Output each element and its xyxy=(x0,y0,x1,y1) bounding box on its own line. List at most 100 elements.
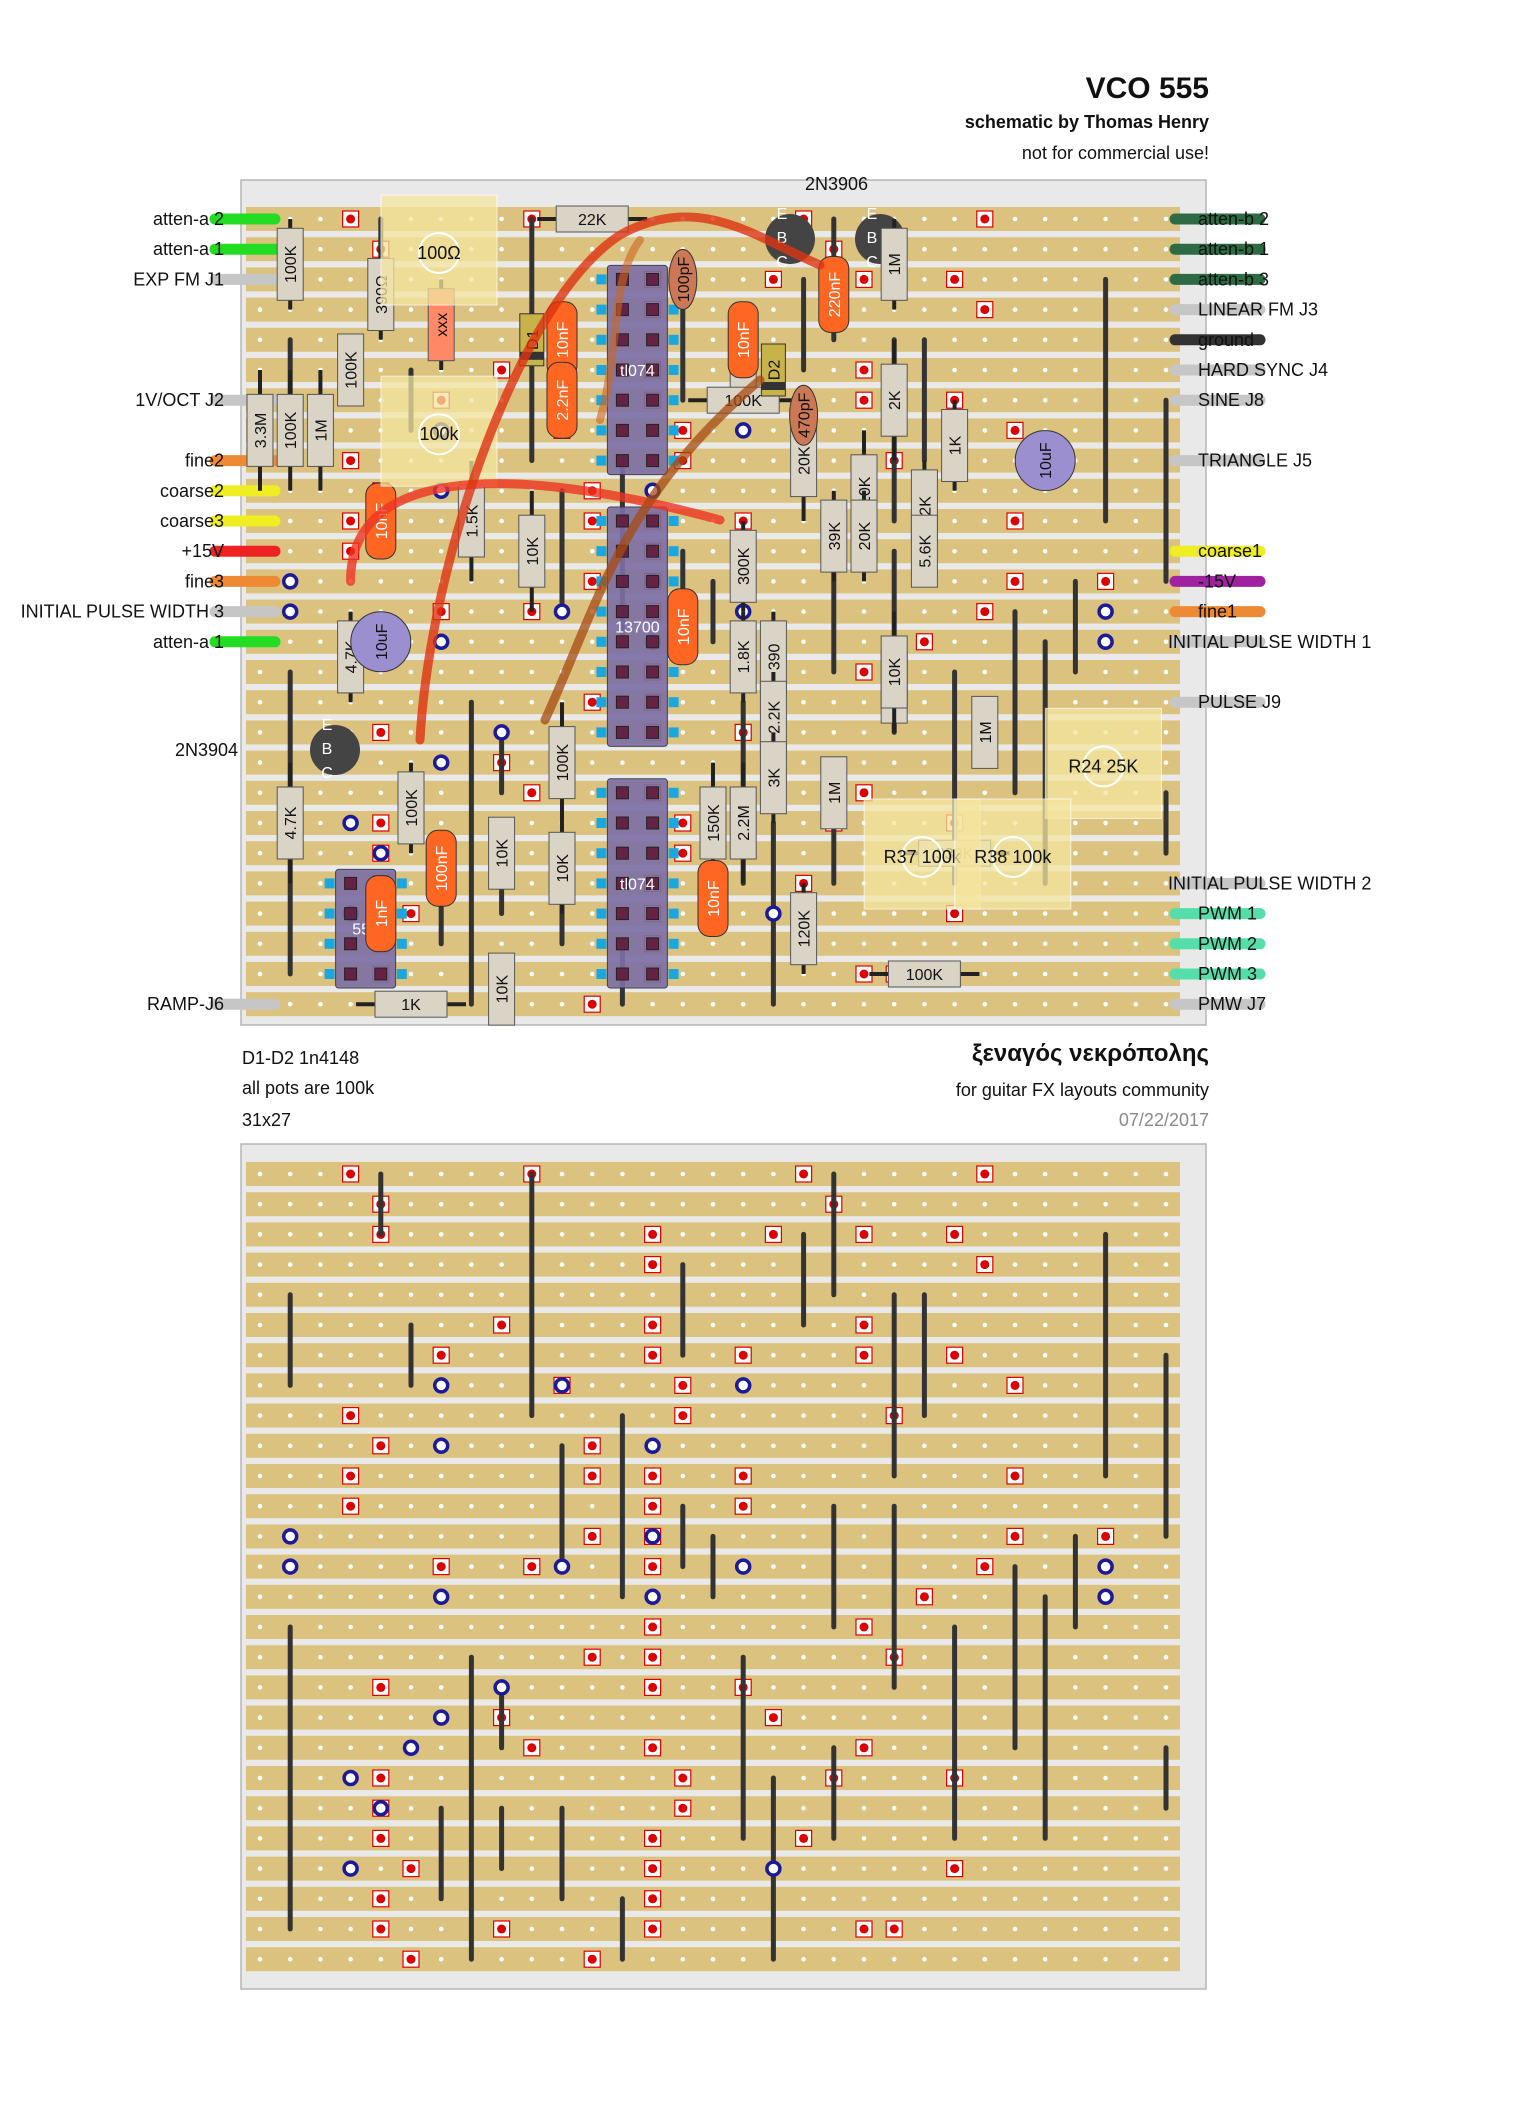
strip-hole xyxy=(620,760,625,765)
strip-hole xyxy=(257,1503,263,1509)
ic-pin xyxy=(615,665,629,679)
strip-hole xyxy=(771,1473,776,1479)
capacitor-label: 10nF xyxy=(736,321,753,358)
strip-hole xyxy=(1163,1896,1169,1902)
strip-hole xyxy=(710,1232,716,1237)
resistor-body xyxy=(337,333,365,407)
cut-dot xyxy=(527,1743,537,1753)
strip-hole xyxy=(952,579,957,584)
strip-hole xyxy=(559,1201,565,1207)
solder-pad xyxy=(372,844,390,862)
strip-hole xyxy=(318,1594,323,1600)
strip-hole xyxy=(1042,1896,1048,1902)
resistor-body xyxy=(880,635,908,709)
cut-dot xyxy=(648,1562,658,1572)
strip-hole xyxy=(1012,397,1018,403)
strip-hole xyxy=(952,1201,957,1207)
strip-hole xyxy=(982,367,988,373)
strip-hole xyxy=(650,1805,655,1811)
strip-hole xyxy=(891,1201,897,1207)
strip-hole xyxy=(922,1836,927,1841)
strip-hole xyxy=(680,730,686,735)
strip-hole xyxy=(861,1685,867,1690)
strip-hole xyxy=(710,941,716,947)
cut-dot xyxy=(1010,1471,1020,1481)
strip-hole xyxy=(1103,820,1108,826)
strip-hole xyxy=(1103,941,1108,947)
strip-hole xyxy=(318,1413,323,1418)
transistor-label: 2N3906 xyxy=(805,174,868,194)
potentiometer-knob xyxy=(418,232,460,274)
cut-dot xyxy=(587,576,597,586)
strip-hole xyxy=(559,971,565,977)
strip-hole xyxy=(589,367,595,373)
strip-hole xyxy=(348,1534,353,1539)
cut-dot xyxy=(980,1562,990,1572)
strip-hole xyxy=(318,1001,323,1007)
strip-hole xyxy=(891,1956,897,1962)
strip-hole xyxy=(257,1805,263,1811)
strip-hole xyxy=(408,1805,414,1811)
strip-hole xyxy=(1133,548,1139,554)
strip-hole xyxy=(1133,1715,1139,1720)
pin-mark xyxy=(324,938,335,949)
strip-hole xyxy=(1073,397,1078,403)
strip-hole xyxy=(650,1956,655,1962)
solder-pad xyxy=(432,1709,450,1726)
strip-hole xyxy=(1163,1624,1169,1630)
strip-hole xyxy=(952,1503,957,1509)
strip-hole xyxy=(408,1926,414,1932)
strip-hole xyxy=(680,1473,686,1479)
strip-hole xyxy=(982,277,988,282)
strip-hole xyxy=(1133,1503,1139,1509)
strip-hole xyxy=(287,1413,293,1418)
strip-hole xyxy=(710,1654,716,1660)
license-notice: not for commercial use! xyxy=(1021,143,1209,163)
strip-hole xyxy=(589,1352,595,1358)
strip-hole xyxy=(922,1715,927,1720)
strip-hole xyxy=(287,548,293,554)
strip-hole xyxy=(1073,1745,1078,1751)
strip-hole xyxy=(529,1534,535,1539)
cut-dot xyxy=(648,1833,658,1843)
cut-dot xyxy=(527,788,537,798)
pin-mark xyxy=(324,969,335,979)
strip-hole xyxy=(318,1715,323,1720)
strip-hole xyxy=(1133,458,1139,463)
strip-hole xyxy=(1163,1654,1169,1660)
strip-hole xyxy=(982,1413,988,1418)
strip-hole xyxy=(1012,1352,1018,1358)
strip-hole xyxy=(1012,337,1018,343)
cut-dot xyxy=(980,1260,990,1270)
strip-hole xyxy=(318,246,323,252)
resistor-label: 1M xyxy=(313,419,330,441)
strip-hole xyxy=(318,548,323,554)
strip-hole xyxy=(318,1805,323,1811)
strip-hole xyxy=(861,1262,867,1267)
strip-hole xyxy=(287,1956,293,1962)
cut-dot xyxy=(346,1501,356,1511)
resistor-label: 1K xyxy=(401,997,421,1014)
transistor-body xyxy=(765,214,815,264)
strip-hole xyxy=(922,1685,927,1690)
strip-hole xyxy=(408,1685,414,1690)
right-connector-label: atten-b 1 xyxy=(1198,239,1269,259)
strip-hole xyxy=(529,1001,535,1007)
strip-hole xyxy=(740,1322,746,1328)
strip-hole xyxy=(801,1503,806,1509)
strip-hole xyxy=(318,1836,323,1841)
strip-hole xyxy=(831,1926,837,1932)
right-connector-label: ground xyxy=(1198,330,1254,350)
strip-hole xyxy=(1012,1443,1018,1449)
strip-hole xyxy=(378,1534,384,1539)
strip-hole xyxy=(348,277,353,282)
strip-hole xyxy=(438,1473,444,1479)
strip-hole xyxy=(831,1352,837,1358)
strip-hole xyxy=(499,458,504,463)
strip-hole xyxy=(318,1866,323,1871)
strip-hole xyxy=(408,941,414,947)
flying-wire-red xyxy=(415,212,825,745)
left-connector-label: atten-a 1 xyxy=(153,239,224,259)
strip-hole xyxy=(1073,518,1078,524)
strip-hole xyxy=(348,790,353,796)
